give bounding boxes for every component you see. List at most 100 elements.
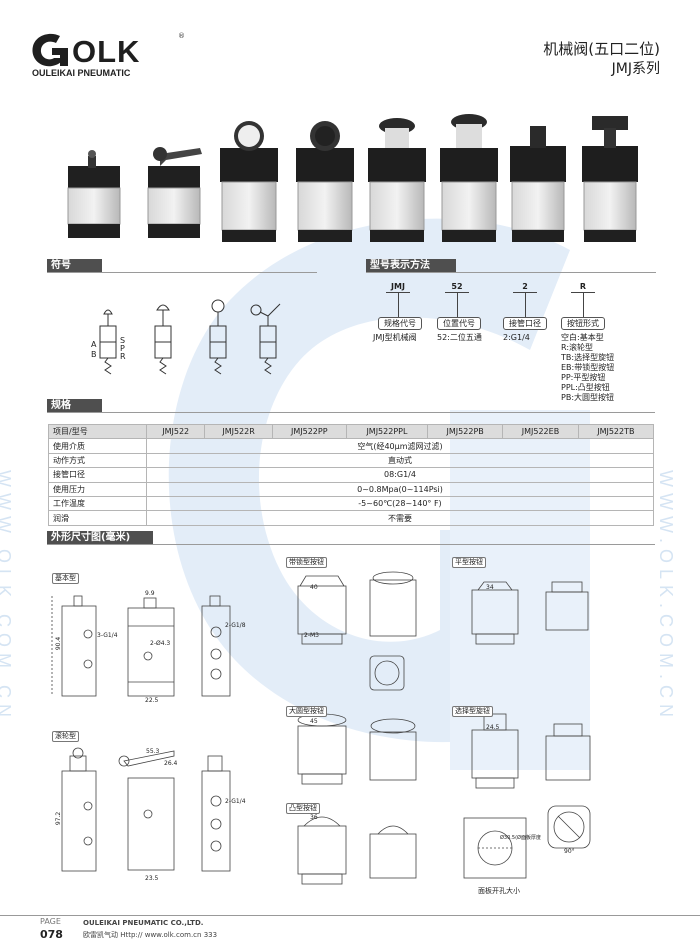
footer-company-cn: 欧雷凯气动 xyxy=(83,931,118,939)
dim-26-4: 26.4 xyxy=(164,760,178,767)
drawing-lock-button xyxy=(297,571,417,691)
brand-wordmark: OLK xyxy=(72,34,141,69)
spec-header-item: 项目/型号 xyxy=(48,423,147,440)
dim-97-2: 97.2 xyxy=(55,811,63,826)
product-convex-button xyxy=(296,121,354,242)
drawing-panel-hole xyxy=(463,817,527,879)
drawing-flat-button xyxy=(471,581,589,645)
spec-row-label: 使用压力 xyxy=(48,481,147,497)
spec-header-model: JMJ522PB xyxy=(427,423,504,440)
symbol-button xyxy=(154,304,172,375)
dim-3-g1-4: 3-G1/4 xyxy=(97,632,118,639)
spec-header-model: JMJ522EB xyxy=(502,423,579,440)
watermark-left: WWW.OLK.COM.CN xyxy=(0,470,14,723)
spec-row-value: 空气(经40μm滤网过滤) xyxy=(146,438,654,454)
dim-2-m3: 2-M3 xyxy=(304,632,319,639)
brand-subtitle: OULEIKAI PNEUMATIC xyxy=(32,68,131,78)
page-subtitle: JMJ系列 xyxy=(611,61,660,77)
code-box-position: 位置代号 xyxy=(437,317,481,330)
symbol-label-b: B xyxy=(91,350,97,359)
dim-2-g1-4: 2-G1/4 xyxy=(225,798,246,805)
symbol-knob xyxy=(209,299,227,375)
code-leader-3 xyxy=(525,292,526,317)
table-row: 使用介质 空气(经40μm滤网过滤) xyxy=(48,438,654,454)
footer-page-label: PAGE xyxy=(40,917,61,926)
spec-row-value: 直动式 xyxy=(146,452,654,469)
drawing-roller-front xyxy=(61,747,97,872)
section-symbol-tab: 符号 xyxy=(47,259,102,273)
dim-tag-lock-button: 带锁型按钮 xyxy=(286,557,327,568)
symbol-roller xyxy=(250,303,281,375)
product-selector-knob-long xyxy=(582,116,638,242)
code-box-spec: 规格代号 xyxy=(378,317,422,330)
spec-row-label: 工作温度 xyxy=(48,495,147,512)
section-symbol-line xyxy=(47,272,317,273)
symbol-label-p: P xyxy=(120,344,125,353)
dim-34: 34 xyxy=(486,584,494,591)
dim-tag-basic: 基本型 xyxy=(52,573,79,584)
footer-website[interactable]: Http:// www.olk.com.cn xyxy=(120,931,202,939)
product-basic xyxy=(67,150,121,238)
section-model-code-tab: 型号表示方法 xyxy=(366,259,456,273)
dim-36: 36 xyxy=(310,814,318,821)
dim-22-5: 22.5 xyxy=(145,697,159,704)
dim-23-5: 23.5 xyxy=(145,875,159,882)
spec-row-label: 动作方式 xyxy=(48,452,147,469)
code-box-button: 按钮形式 xyxy=(561,317,605,330)
code-desc-spec: JMJ型机械阀 xyxy=(373,333,417,342)
dim-tag-roller: 滚轮型 xyxy=(52,731,79,742)
drawing-basic-front xyxy=(51,595,97,697)
code-leader-4 xyxy=(583,292,584,317)
drawing-roller-back xyxy=(201,755,231,872)
dim-45: 45 xyxy=(310,718,318,725)
spec-row-value: 不需要 xyxy=(146,510,654,526)
code-seg-4: R xyxy=(579,282,587,291)
dim-tag-flat-button: 平型按钮 xyxy=(452,557,486,568)
valve-symbols xyxy=(99,299,281,375)
product-roller xyxy=(147,147,202,238)
code-desc-button-0: 空白:基本型 xyxy=(561,333,604,342)
spec-row-label: 润滑 xyxy=(48,510,147,526)
spec-row-label: 使用介质 xyxy=(48,438,147,454)
spec-header-model: JMJ522R xyxy=(204,423,273,440)
spec-row-value: -5~60℃(28~140° F) xyxy=(146,495,654,512)
code-seg-3: 2 xyxy=(522,282,528,291)
code-desc-button-5: PPL:凸型按钮 xyxy=(561,383,610,392)
code-desc-button-list: 空白:基本型 R:滚轮型 TB:选择型旋钮 EB:带锁型按钮 PP:平型按钮 P… xyxy=(561,333,614,403)
dim-55-3: 55.3 xyxy=(146,748,160,755)
symbol-label-r: R xyxy=(120,352,126,361)
drawing-basic-back xyxy=(201,595,231,697)
dim-90-deg: 90° xyxy=(564,848,575,855)
code-desc-button-6: PB:大圆型按钮 xyxy=(561,393,615,402)
dimension-drawings xyxy=(51,571,591,885)
section-spec-line xyxy=(47,412,655,413)
spec-row-value: 0~0.8Mpa(0~114Psi) xyxy=(146,481,654,497)
code-box-port: 接管口径 xyxy=(503,317,547,330)
drawing-basic-side xyxy=(127,597,175,697)
footer-divider xyxy=(0,915,700,916)
drawing-roller-side xyxy=(118,750,175,871)
dim-hole: Ø30.5(Ø面板厚度 xyxy=(500,835,541,841)
dim-2-g1-8: 2-G1/8 xyxy=(225,622,246,629)
product-flat-button xyxy=(220,121,278,242)
code-seg-2: 52 xyxy=(451,282,463,291)
dim-40: 40 xyxy=(310,584,318,591)
table-row: 动作方式 直动式 xyxy=(48,452,654,469)
drawing-selector-knob xyxy=(471,713,591,849)
section-spec-tab: 规格 xyxy=(47,399,102,413)
dim-24-5: 24.5 xyxy=(486,724,500,731)
code-desc-button-4: PP:平型按钮 xyxy=(561,373,606,382)
dim-tag-big-round-button: 大圆型按钮 xyxy=(286,706,327,717)
dim-label-panel-hole: 面板开孔大小 xyxy=(478,887,520,895)
code-desc-button-3: EB:带锁型按钮 xyxy=(561,363,615,372)
code-desc-position: 52:二位五通 xyxy=(437,333,482,342)
dim-tag-convex-button: 凸型按钮 xyxy=(286,803,320,814)
section-model-code-line xyxy=(366,272,656,273)
code-desc-button-1: R:滚轮型 xyxy=(561,343,594,352)
spec-row-value: 08:G1/4 xyxy=(146,467,654,483)
code-desc-button-2: TB:选择型旋钮 xyxy=(561,353,615,362)
product-selector-knob xyxy=(510,126,566,242)
registered-mark: ® xyxy=(178,32,185,40)
table-row: 接管口径 08:G1/4 xyxy=(48,467,654,483)
dim-tag-selector-knob: 选择型旋钮 xyxy=(452,706,493,717)
